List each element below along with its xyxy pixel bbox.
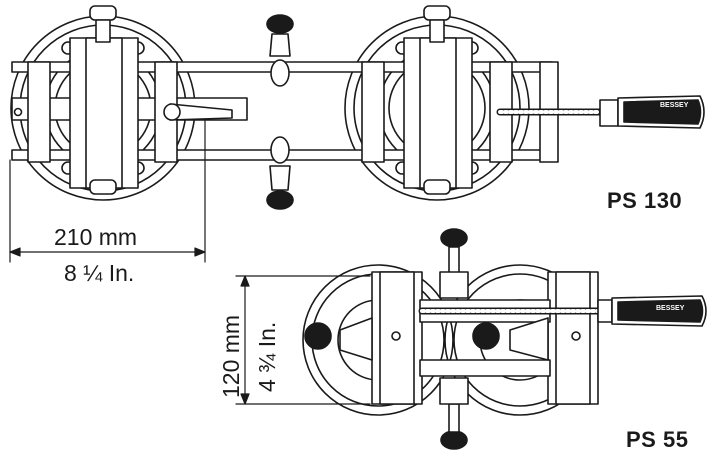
ps55-handle <box>597 295 707 327</box>
ps130-knobs <box>13 5 451 195</box>
ps130-brand-label: BESSEY <box>660 102 689 109</box>
ps130-center-handles <box>266 14 294 210</box>
ps55-frames <box>339 271 599 405</box>
ps55-bolts <box>304 322 581 350</box>
ps130-lever <box>163 103 233 121</box>
ps130-width-dimension <box>9 119 206 263</box>
ps130-handle <box>599 95 705 129</box>
ps55-height-imperial: 4 ¾ In. <box>254 321 280 392</box>
ps55-height-dimension <box>235 275 371 405</box>
ps130-width-metric: 210 mm <box>54 224 138 250</box>
ps55-height-metric: 120 mm <box>218 314 244 398</box>
ps55-center-handles <box>439 228 469 450</box>
ps55-model-label: PS 55 <box>626 427 689 452</box>
ps130-drawing <box>10 5 705 210</box>
ps130-model-label: PS 130 <box>607 188 683 213</box>
ps55-brand-label: BESSEY <box>656 305 685 312</box>
ps130-width-imperial: 8 ¼ In. <box>64 260 135 286</box>
ps130-frames <box>27 37 559 189</box>
ps55-drawing <box>302 228 707 450</box>
